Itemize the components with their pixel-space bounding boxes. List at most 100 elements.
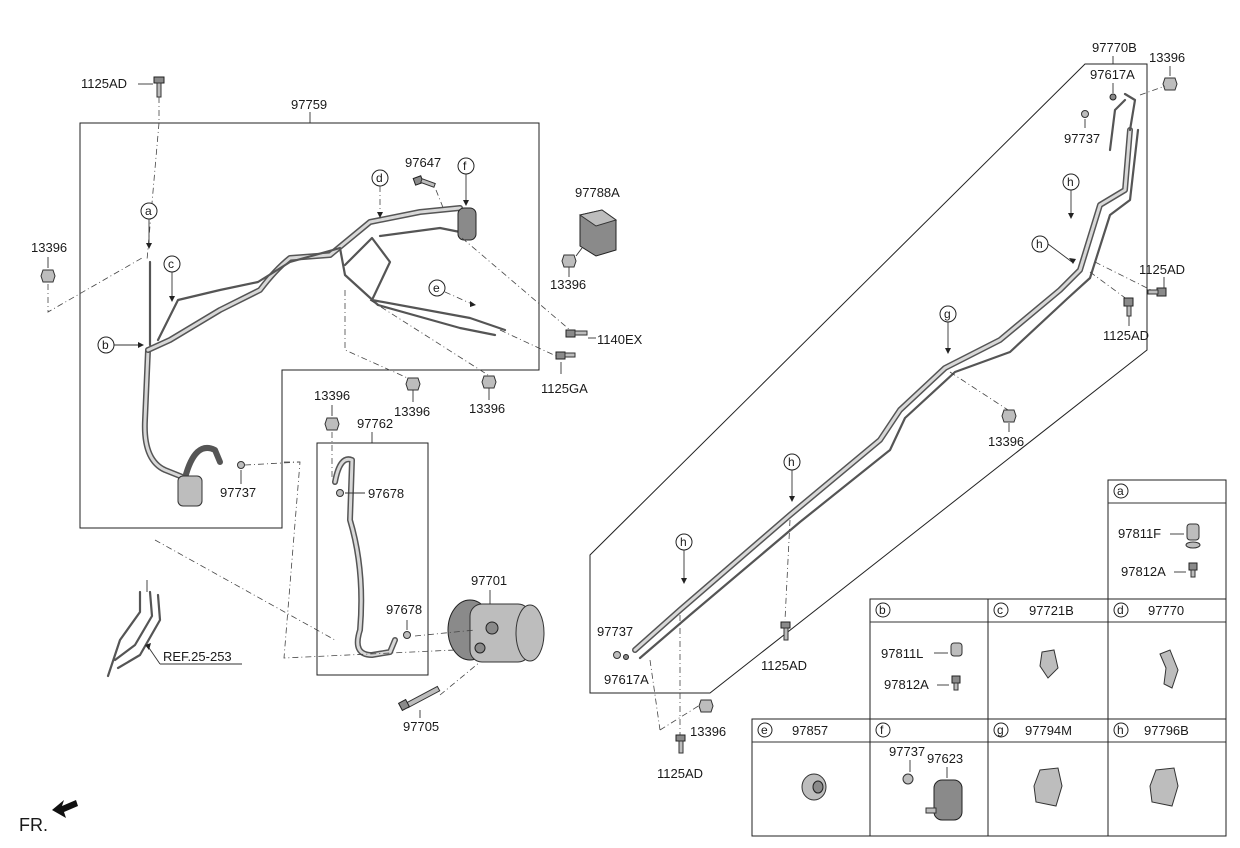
clamp-icon [1149, 767, 1179, 807]
callout-d-text: d [376, 171, 383, 185]
legend-b-part2: 97812A [884, 677, 929, 692]
callout-h-2-text: h [1036, 237, 1043, 251]
valve-core-icon [623, 654, 629, 660]
bolt-icon [675, 734, 686, 754]
legend-g-key: g [997, 723, 1004, 737]
legend-f-part1: 97737 [889, 744, 925, 759]
nut-icon [1001, 409, 1017, 423]
legend-h-key: h [1117, 723, 1124, 737]
label-97617A-top: 97617A [1090, 67, 1135, 82]
legend-d-key: d [1117, 603, 1124, 617]
callout-h-1 [1062, 173, 1080, 191]
legend-g-part1: 97794M [1025, 723, 1072, 738]
label-97705: 97705 [403, 719, 439, 734]
legend-h-part1: 97796B [1144, 723, 1189, 738]
label-fr: FR. [19, 815, 48, 835]
callout-f [457, 157, 475, 175]
valve-core-icon [1109, 93, 1117, 101]
label-1125GA: 1125GA [541, 381, 588, 396]
callout-h-4 [675, 533, 693, 551]
clip-icon [1039, 649, 1059, 679]
receiver-drier-icon [457, 207, 477, 241]
callout-h-1-text: h [1067, 175, 1074, 189]
cap-icon [1188, 562, 1198, 571]
callout-d [371, 169, 389, 187]
receiver-drier-icon [925, 779, 963, 821]
bolt-icon [397, 685, 441, 712]
label-97647: 97647 [405, 155, 441, 170]
legend-f-key: f [880, 723, 884, 737]
o-ring-icon [237, 461, 245, 469]
label-97678-top: 97678 [368, 486, 404, 501]
label-97737-lower: 97737 [597, 624, 633, 639]
callout-a [140, 202, 158, 220]
label-97678-bottom: 97678 [386, 602, 422, 617]
bolt-icon [565, 329, 588, 338]
cap-icon [951, 675, 961, 684]
o-ring-icon [403, 631, 411, 639]
label-13396-topright: 13396 [1149, 50, 1185, 65]
label-1125AD-bottom-mid: 1125AD [761, 658, 807, 673]
nut-icon [481, 375, 497, 389]
accumulator-icon [177, 445, 223, 507]
callout-e [428, 279, 446, 297]
bolt-icon [1123, 297, 1134, 317]
group-label-97762: 97762 [357, 416, 393, 431]
legend-a-key: a [1117, 484, 1124, 498]
group-label-97770B: 97770B [1092, 40, 1137, 55]
label-97701: 97701 [471, 573, 507, 588]
front-arrow-icon [52, 800, 78, 818]
callout-c [163, 255, 181, 273]
legend-b-key: b [879, 603, 886, 617]
legend-c-part1: 97721B [1029, 603, 1074, 618]
label-97737-topright: 97737 [1064, 131, 1100, 146]
rear-line-frame [589, 63, 1148, 694]
nut-icon [1162, 77, 1178, 91]
hose-frame [316, 442, 429, 676]
label-1125AD-right2: 1125AD [1103, 328, 1149, 343]
label-97617A-lower: 97617A [604, 672, 649, 687]
o-ring-icon [1081, 110, 1089, 118]
callout-a-text: a [145, 204, 152, 218]
bolt-icon [412, 175, 436, 188]
clip-icon [1159, 649, 1179, 689]
nut-icon [698, 699, 714, 713]
legend-d-part1: 97770 [1148, 603, 1184, 618]
label-13396-mid1: 13396 [394, 404, 430, 419]
label-1140EX: 1140EX [597, 332, 643, 347]
callout-g-text: g [944, 307, 951, 321]
callout-h-2 [1031, 235, 1049, 253]
legend-table: a 97811F 97812A b 97811L 97812A c 97721B… [751, 479, 1227, 837]
plug-icon [1186, 523, 1200, 541]
callout-g [939, 305, 957, 323]
nut-icon [405, 377, 421, 391]
label-13396-mid2: 13396 [469, 401, 505, 416]
legend-b-part1: 97811L [881, 646, 923, 661]
callout-b-text: b [102, 338, 109, 352]
callout-e-text: e [433, 281, 440, 295]
callout-f-text: f [463, 159, 467, 173]
o-ring-icon [613, 651, 621, 659]
label-13396-left: 13396 [31, 240, 67, 255]
label-1125AD-lower: 1125AD [657, 766, 703, 781]
bolt-icon [153, 76, 165, 98]
label-13396-lower: 13396 [690, 724, 726, 739]
label-ref-25-253: REF.25-253 [163, 649, 232, 664]
legend-e-key: e [761, 723, 768, 737]
bolt-icon [1147, 287, 1167, 297]
rear-line-pipe [632, 127, 1133, 653]
legend-a-part2: 97812A [1121, 564, 1166, 579]
callout-h-4-text: h [680, 535, 687, 549]
label-13396-right: 13396 [988, 434, 1024, 449]
callout-h-3-text: h [788, 455, 795, 469]
label-13396-bracket: 13396 [550, 277, 586, 292]
legend-a-part1: 97811F [1118, 526, 1161, 541]
callout-c-text: c [168, 257, 174, 271]
bolt-icon [780, 621, 791, 641]
label-97788A: 97788A [575, 185, 620, 200]
label-1125AD-top: 1125AD [81, 76, 127, 91]
compressor-icon [447, 599, 545, 663]
label-1125AD-right1: 1125AD [1139, 262, 1185, 277]
